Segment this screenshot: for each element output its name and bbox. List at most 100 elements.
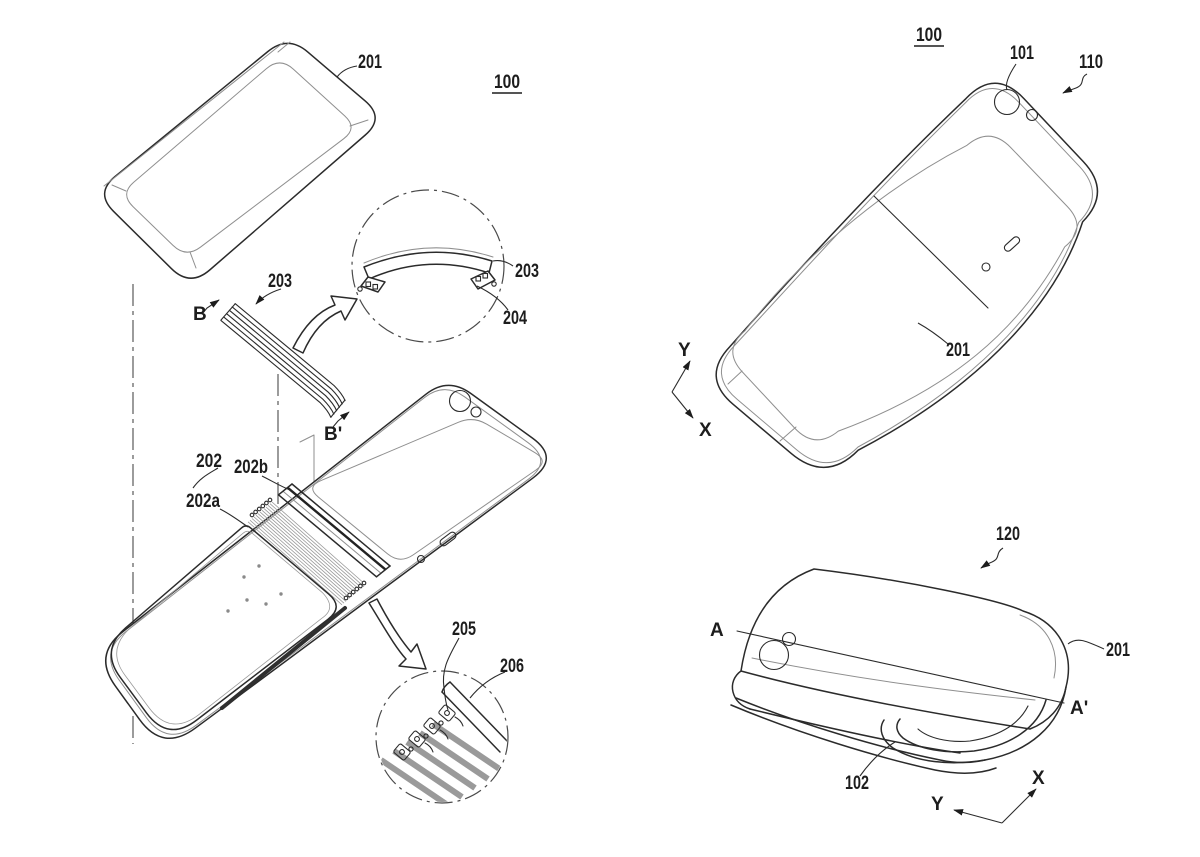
hinge-rail [277, 483, 391, 578]
folded-body [730, 568, 1070, 774]
side-button-assembled [1003, 236, 1021, 252]
label-section-b: B [193, 304, 207, 325]
axes-folded: Y X [931, 768, 1045, 824]
arrow-110 [1062, 73, 1088, 94]
cable-foot-right [470, 270, 497, 290]
leader-102 [859, 741, 896, 777]
figure-exploded-view: 201 100 203 B B' [103, 41, 548, 804]
folded-bottom-slab-top [749, 708, 961, 754]
fold-loop-outer [880, 686, 1067, 764]
label-cable-203: 203 [268, 271, 292, 292]
cover-plate [103, 41, 376, 279]
tray-dots [226, 564, 283, 613]
strip-top-line [363, 247, 494, 264]
cable-foot-left [357, 276, 386, 293]
leader-205 [442, 637, 460, 711]
leader-201-folded [1067, 639, 1105, 650]
label-202b: 202b [234, 457, 268, 478]
leader-202a [219, 508, 249, 528]
folded-right-inner-curve [1019, 614, 1056, 679]
detail-circle2-outline [375, 670, 509, 804]
camera-lens [448, 389, 472, 413]
leader-203-detail [492, 260, 514, 267]
assembled-corner-ticks [727, 370, 797, 442]
assembled-outer-outline [715, 82, 1099, 469]
label-section-a-prime: A' [1070, 698, 1088, 719]
section-line-aa [736, 630, 1065, 704]
section-arrow-b [201, 299, 220, 315]
label-section-b-prime: B' [324, 424, 342, 445]
axis-y-label: Y [678, 340, 691, 361]
axis-x-label: X [699, 420, 712, 441]
folded-face-seam [751, 657, 1036, 701]
assembled-body [715, 82, 1099, 469]
leader-101 [1005, 63, 1017, 91]
section-arrow-b-prime [332, 411, 350, 428]
label-202: 202 [196, 451, 222, 472]
fold-loop-inner [917, 705, 1029, 742]
axis-x-label-folded: X [1032, 768, 1045, 789]
side-button [439, 531, 457, 547]
body-upper-face [312, 419, 543, 560]
label-section-a: A [710, 620, 724, 641]
cover-thickness-line [103, 41, 285, 187]
arrow-120 [980, 547, 1004, 569]
label-ref-100: 100 [494, 72, 520, 93]
label-202a: 202a [186, 491, 220, 512]
label-201-assembled: 201 [946, 340, 970, 361]
leader-202 [192, 467, 219, 489]
detail-arrow-connector [368, 598, 427, 670]
label-detail-204: 204 [503, 308, 527, 329]
leader-206 [469, 671, 506, 699]
fold-seam-line [873, 195, 989, 309]
leader-202b [261, 475, 291, 491]
label-detail-203: 203 [515, 261, 539, 282]
flex-contacts-lower [343, 580, 367, 601]
cover-corner-ticks [111, 41, 369, 269]
side-port [416, 554, 426, 564]
axis-x-arrow-folded [1001, 788, 1037, 824]
camera-flash-assembled [1025, 108, 1039, 122]
detail-circle-cable [351, 189, 505, 343]
folded-left-end-cap [731, 670, 751, 710]
label-206: 206 [500, 656, 524, 677]
camera-flash [470, 406, 482, 418]
cover-outer-outline [103, 42, 376, 279]
axis-y-label-folded: Y [931, 794, 944, 815]
board-connectors [393, 704, 464, 761]
folded-top-face [740, 568, 1070, 730]
detail-circle-outline [351, 189, 505, 343]
fold-loop-middle [896, 699, 1047, 753]
device-body [105, 384, 548, 740]
body-outer-outline [105, 384, 548, 740]
detail-circle-connector [375, 670, 509, 804]
label-120: 120 [996, 524, 1020, 545]
folded-bottom-edge-2 [730, 704, 997, 774]
label-110: 110 [1079, 52, 1103, 73]
axes-assembled: Y X [671, 340, 712, 441]
label-101: 101 [1010, 43, 1034, 64]
leader-204-detail [476, 285, 509, 311]
flexible-display-area [110, 525, 337, 731]
label-102: 102 [845, 773, 869, 794]
leader-201-assembled [917, 322, 949, 345]
flex-contacts-upper [249, 497, 273, 518]
detail-arrow-cable [292, 295, 358, 354]
tray-inner-line [116, 530, 331, 725]
label-ref-100-assembled: 100 [916, 25, 942, 46]
cover-plate-edge [441, 681, 507, 753]
camera-lens-folded [758, 639, 790, 671]
figure-folded-view: 120 A A' 201 102 Y X [710, 524, 1130, 824]
assembled-inner-rim [720, 88, 1093, 464]
side-port-assembled [981, 262, 991, 272]
figure-assembled-view: 100 101 110 201 Y X [671, 25, 1103, 469]
leader-203-cable [255, 288, 282, 305]
axis-x-arrow [671, 391, 694, 419]
label-201-folded: 201 [1106, 640, 1130, 661]
ribbon-traces [379, 721, 503, 802]
axis-y-arrow-folded [953, 809, 1003, 824]
flex-cable [220, 303, 346, 418]
cover-inner-face [126, 62, 352, 253]
